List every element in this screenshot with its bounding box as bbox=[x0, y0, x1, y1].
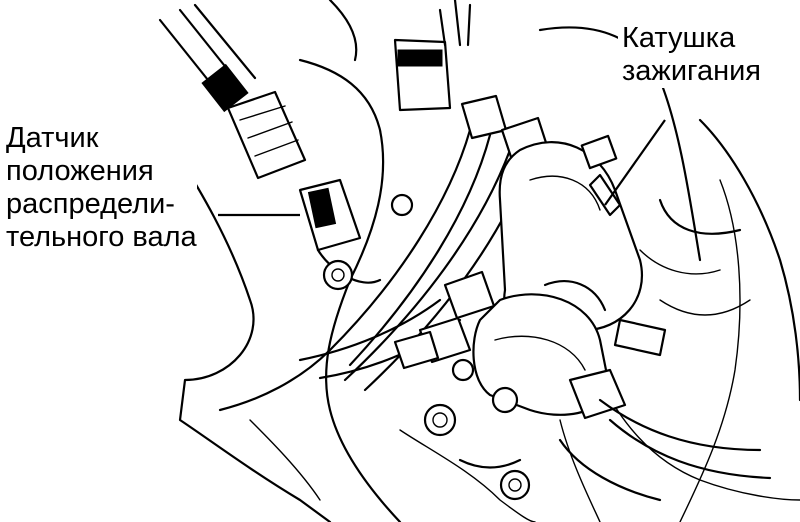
camshaft-sensor-label: Датчик положения распредели- тельного ва… bbox=[6, 122, 197, 254]
ignition-coil-label-line-1: Катушка bbox=[622, 22, 736, 54]
camshaft-sensor-label-line-4: тельного вала bbox=[6, 221, 197, 253]
top-connector bbox=[393, 0, 472, 112]
camshaft-sensor-label-line-2: положения bbox=[6, 155, 154, 187]
bolts bbox=[423, 318, 667, 501]
right-hoses bbox=[458, 198, 772, 502]
coil-leader-line bbox=[604, 119, 666, 206]
sensor-cable bbox=[158, 3, 307, 180]
engine-block-outline bbox=[173, 0, 800, 522]
camshaft-sensor bbox=[298, 178, 414, 291]
ignition-coil-label: Катушка зажигания bbox=[618, 22, 766, 88]
camshaft-sensor-label-line-1: Датчик bbox=[6, 122, 99, 154]
camshaft-sensor-label-line-3: распредели- bbox=[6, 188, 175, 220]
ignition-coil-label-line-2: зажигания bbox=[622, 55, 762, 87]
